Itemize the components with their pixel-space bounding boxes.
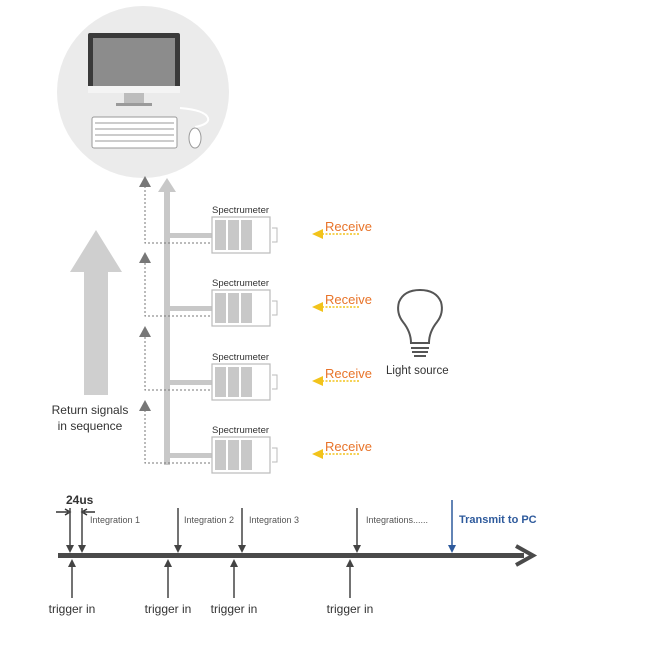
return-arrow-icon <box>139 252 151 263</box>
transmit-label: Transmit to PC <box>459 514 537 526</box>
timeline <box>58 544 538 567</box>
receive-label: Receive <box>325 292 372 307</box>
receive-arrow-icon <box>312 376 323 386</box>
integration-label: Integration 2 <box>184 515 234 525</box>
return-arrow-icon <box>139 326 151 337</box>
return-signals-line1: Return signals <box>52 403 129 417</box>
return-signals-arrow <box>70 230 122 395</box>
return-arrow-icon <box>139 176 151 187</box>
light-bulb-icon <box>397 288 443 357</box>
receive-arrow-icon <box>312 449 323 459</box>
spectrometer-label: Spectrumeter <box>212 425 269 436</box>
spectrometer-label: Spectrumeter <box>212 352 269 363</box>
integration-label: Integrations...... <box>366 515 428 525</box>
spectrometer-label: Spectrumeter <box>212 205 269 216</box>
receive-label: Receive <box>325 219 372 234</box>
receive-arrow-icon <box>312 302 323 312</box>
return-arrow-icon <box>139 400 151 411</box>
receive-label: Receive <box>325 439 372 454</box>
trigger-label: trigger in <box>145 602 192 616</box>
computer-icon <box>57 6 229 178</box>
integration-label: Integration 1 <box>90 515 140 525</box>
receive-arrow-icon <box>312 229 323 239</box>
light-source-label: Light source <box>386 365 449 377</box>
return-signals-line2: in sequence <box>58 419 123 433</box>
signal-bus <box>158 178 176 465</box>
receive-label: Receive <box>325 366 372 381</box>
spectrometer-label: Spectrumeter <box>212 278 269 289</box>
transmit-arrow <box>448 545 456 553</box>
trigger-label: trigger in <box>211 602 258 616</box>
delay-label: 24us <box>66 493 94 507</box>
trigger-label: trigger in <box>49 602 96 616</box>
integration-label: Integration 3 <box>249 515 299 525</box>
trigger-label: trigger in <box>327 602 374 616</box>
